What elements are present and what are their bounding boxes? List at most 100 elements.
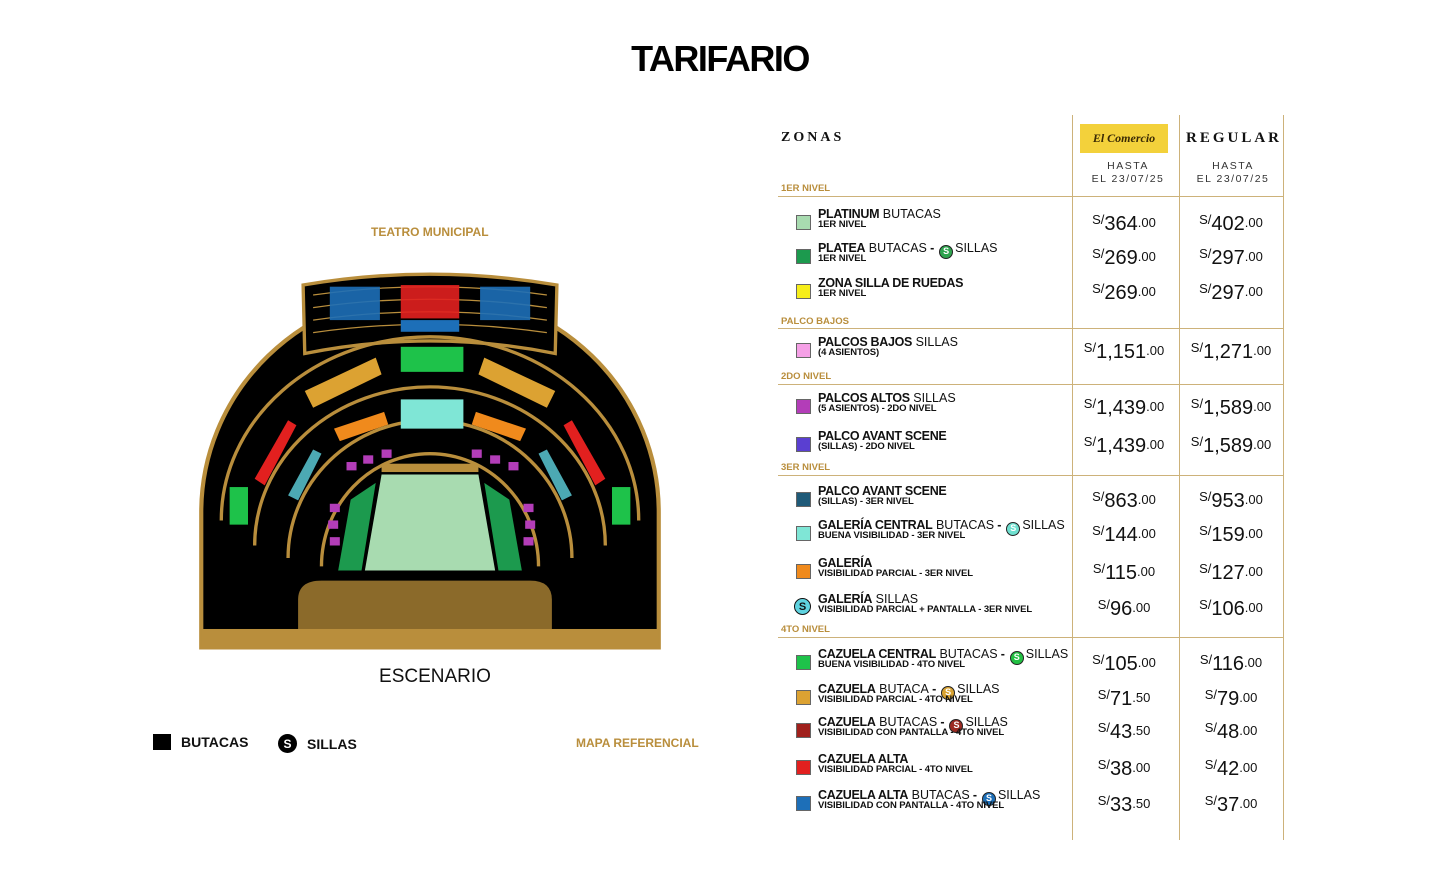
zone-subtitle: VISIBILIDAD PARCIAL - 4TO NIVEL [818, 764, 973, 775]
price-decimal: .00 [1239, 796, 1258, 811]
price-regular: S/116.00 [1179, 652, 1283, 676]
zone-name: PALCOS ALTOS SILLAS [818, 392, 956, 405]
price-sponsor: S/364.00 [1072, 212, 1176, 236]
seats-2do [328, 449, 536, 546]
zone-name: PALCOS BAJOS SILLAS [818, 336, 958, 349]
price-integer: 43 [1109, 721, 1133, 743]
price-currency: S/ [1199, 523, 1212, 538]
zone-name: PALCO AVANT SCENE [818, 430, 947, 443]
price-currency: S/ [1092, 652, 1105, 667]
price-row: PALCOS BAJOS SILLAS(4 ASIENTOS)S/1,151.0… [778, 336, 1288, 370]
zone-type: SILLAS [913, 391, 956, 405]
hasta-sponsor: HASTA EL 23/07/25 [1078, 160, 1178, 186]
zone-subtitle: VISIBILIDAD PARCIAL + PANTALLA - 3ER NIV… [818, 604, 1033, 615]
price-decimal: .00 [1244, 249, 1263, 264]
zone-color-swatch [796, 437, 811, 452]
zone-color-swatch [796, 249, 811, 264]
price-table: ZONAS El Comercio REGULAR HASTA EL 23/07… [778, 112, 1288, 842]
zone-separator: - [937, 715, 948, 729]
zone-color-swatch [796, 655, 811, 670]
price-sponsor: S/269.00 [1072, 281, 1176, 305]
price-currency: S/ [1204, 757, 1217, 772]
price-integer: 1,439 [1096, 435, 1147, 457]
zone-subtitle: (4 ASIENTOS) [818, 347, 880, 358]
zone-separator: - [969, 788, 980, 802]
price-integer: 115 [1105, 562, 1138, 584]
sillas-icon: S [941, 685, 956, 700]
price-currency: S/ [1092, 246, 1105, 261]
price-currency: S/ [1204, 793, 1217, 808]
zone-name: GALERÍA [818, 557, 872, 570]
price-sponsor: S/144.00 [1072, 523, 1176, 547]
price-regular: S/159.00 [1179, 523, 1283, 547]
price-currency: S/ [1097, 757, 1110, 772]
price-integer: 79 [1216, 688, 1240, 710]
price-decimal: .00 [1137, 564, 1156, 579]
price-integer: 116 [1212, 653, 1245, 675]
price-integer: 37 [1216, 794, 1240, 816]
price-decimal: .00 [1244, 526, 1263, 541]
zone-type: BUTACA [879, 682, 929, 696]
price-regular: S/106.00 [1179, 597, 1283, 621]
zone-name-bold: CAZUELA [818, 682, 876, 696]
price-decimal: .00 [1239, 690, 1258, 705]
zone-name: CAZUELA ALTA [818, 753, 908, 766]
price-currency: S/ [1199, 212, 1212, 227]
price-sponsor: S/38.00 [1072, 757, 1176, 781]
price-decimal: .00 [1137, 526, 1156, 541]
price-row: PALCOS ALTOS SILLAS(5 ASIENTOS) - 2DO NI… [778, 392, 1288, 426]
price-integer: 364 [1104, 213, 1138, 235]
zone-name: ZONA SILLA DE RUEDAS [818, 277, 963, 290]
price-regular: S/1,589.00 [1179, 434, 1283, 458]
zone-name-bold: CAZUELA ALTA [818, 788, 909, 802]
price-decimal: .00 [1244, 564, 1263, 579]
zone-subtitle: VISIBILIDAD CON PANTALLA - 4TO NIVEL [818, 727, 1005, 738]
zone-separator: - [997, 647, 1008, 661]
price-currency: S/ [1092, 489, 1105, 504]
price-currency: S/ [1204, 687, 1217, 702]
price-currency: S/ [1097, 720, 1110, 735]
price-sponsor: S/1,439.00 [1072, 396, 1176, 420]
legend-butacas-label: BUTACAS [181, 734, 249, 750]
price-integer: 38 [1109, 758, 1133, 780]
hasta-sponsor-line2: EL 23/07/25 [1091, 173, 1165, 185]
price-integer: 48 [1216, 721, 1240, 743]
zone-type: SILLAS [875, 592, 919, 606]
zone-name-bold: CAZUELA ALTA [818, 752, 909, 766]
zone-type: BUTACAS [911, 788, 970, 802]
price-regular: S/42.00 [1179, 757, 1283, 781]
zone-name: PALCO AVANT SCENE [818, 485, 947, 498]
price-integer: 42 [1216, 758, 1240, 780]
zone-type: SILLAS [915, 335, 958, 349]
price-regular: S/127.00 [1179, 561, 1283, 585]
zone-name-bold: CAZUELA [818, 715, 876, 729]
zone-color-swatch [796, 492, 811, 507]
zone-name-bold: GALERÍA [818, 556, 873, 570]
section-2do-nivel: 2DO NIVEL [781, 371, 832, 382]
price-currency: S/ [1199, 246, 1212, 261]
price-decimal: .00 [1137, 492, 1156, 507]
zone-name-bold: GALERÍA CENTRAL [818, 518, 933, 532]
price-integer: 953 [1211, 490, 1245, 512]
price-decimal: .50 [1132, 723, 1151, 738]
price-decimal: .00 [1146, 437, 1165, 452]
price-currency: S/ [1097, 687, 1110, 702]
legend-sillas-label: SILLAS [307, 735, 357, 752]
price-integer: 269 [1104, 247, 1138, 269]
zone-name: GALERÍA SILLAS [818, 593, 918, 606]
sillas-icon: S [278, 734, 297, 753]
price-integer: 269 [1104, 282, 1138, 304]
zone-type-tail: SILLAS [1025, 647, 1069, 661]
price-decimal: .00 [1137, 249, 1156, 264]
zone-color-swatch [796, 343, 811, 358]
price-currency: S/ [1190, 434, 1204, 449]
stage-label: ESCENARIO [379, 666, 491, 687]
